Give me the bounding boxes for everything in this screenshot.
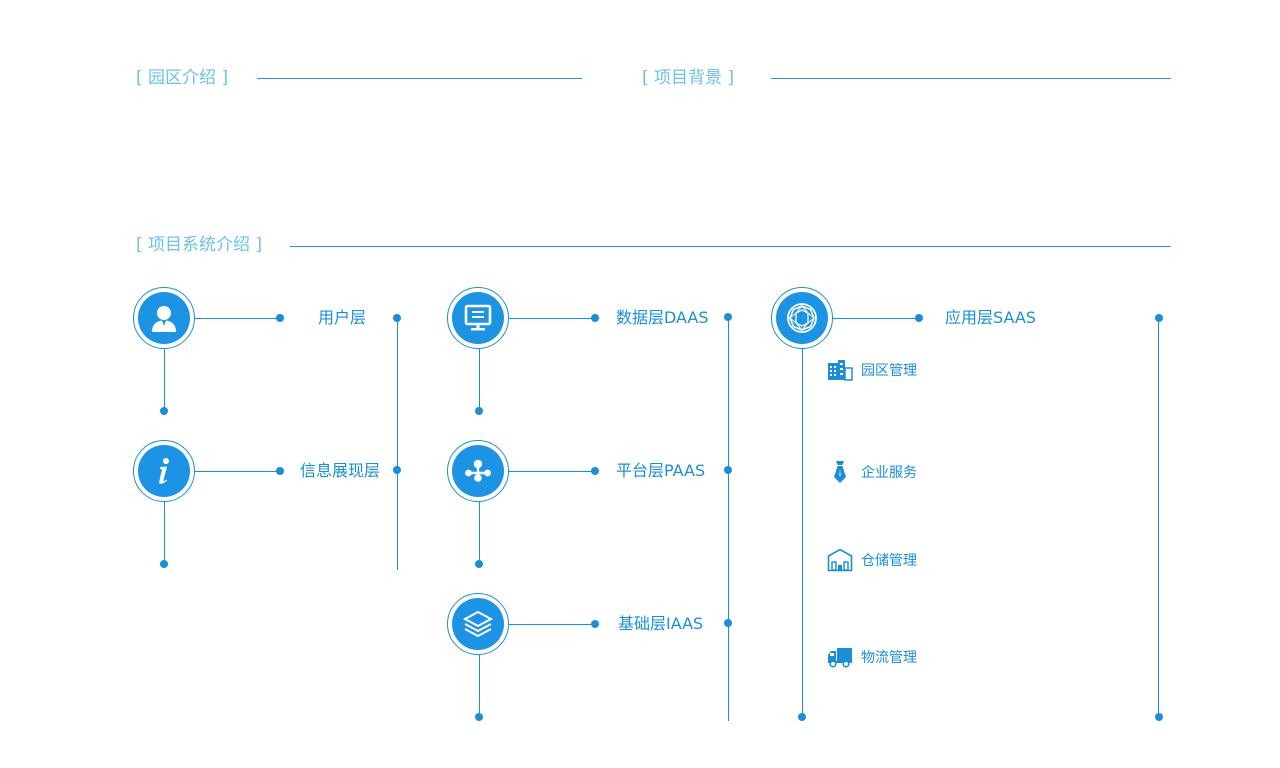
bracket-dot bbox=[393, 314, 401, 322]
label-data-layer: 数据层DAAS bbox=[616, 308, 709, 327]
connector bbox=[479, 502, 480, 564]
connector-dot bbox=[276, 314, 284, 322]
label-platform-layer: 平台层PAAS bbox=[616, 461, 706, 480]
bracket-dot bbox=[724, 619, 732, 627]
user-node bbox=[133, 287, 195, 349]
label-base-layer: 基础层IAAS bbox=[618, 614, 704, 633]
platform-node bbox=[447, 440, 509, 502]
app-item-logistics-management: 物流管理 bbox=[827, 645, 917, 669]
monitor-icon bbox=[464, 304, 492, 331]
network-icon bbox=[465, 459, 491, 482]
app-node bbox=[771, 287, 833, 349]
connector-dot bbox=[591, 620, 599, 628]
layers-icon bbox=[462, 610, 494, 638]
connector bbox=[509, 318, 595, 319]
user-icon bbox=[152, 306, 176, 332]
connector bbox=[509, 471, 595, 472]
building-icon bbox=[828, 360, 853, 381]
info-icon bbox=[159, 458, 169, 484]
connector bbox=[195, 318, 280, 319]
section-divider bbox=[771, 78, 1171, 79]
app-item-park-management: 园区管理 bbox=[827, 358, 917, 382]
bracket-dot bbox=[1155, 713, 1163, 721]
bracket-line bbox=[397, 318, 398, 570]
connector-dot bbox=[276, 467, 284, 475]
bracket-dot bbox=[393, 466, 401, 474]
connector-dot bbox=[591, 467, 599, 475]
connector bbox=[164, 502, 165, 564]
connector-dot bbox=[160, 407, 168, 415]
connector-dot bbox=[475, 560, 483, 568]
app-item-label: 仓储管理 bbox=[861, 553, 917, 569]
app-item-label: 园区管理 bbox=[861, 363, 917, 379]
section-title-park: [ 园区介绍 ] bbox=[136, 68, 229, 88]
bracket-line bbox=[728, 317, 729, 721]
gem-icon bbox=[787, 303, 817, 333]
necktie-icon bbox=[834, 461, 846, 483]
section-divider bbox=[290, 246, 1171, 247]
section-title-background: [ 项目背景 ] bbox=[642, 68, 735, 88]
connector-dot bbox=[160, 560, 168, 568]
truck-icon bbox=[828, 648, 852, 668]
section-title-system: [ 项目系统介绍 ] bbox=[136, 235, 263, 255]
connector bbox=[479, 655, 480, 717]
warehouse-icon bbox=[827, 548, 853, 572]
connector-dot bbox=[475, 713, 483, 721]
bracket-dot bbox=[724, 466, 732, 474]
connector bbox=[164, 349, 165, 411]
app-item-label: 企业服务 bbox=[861, 465, 917, 481]
data-node bbox=[447, 287, 509, 349]
label-user-layer: 用户层 bbox=[318, 308, 367, 327]
label-app-layer: 应用层SAAS bbox=[945, 308, 1036, 327]
bracket-line bbox=[1158, 318, 1159, 717]
connector bbox=[833, 318, 919, 319]
app-item-warehouse-management: 仓储管理 bbox=[827, 548, 917, 572]
connector bbox=[509, 624, 595, 625]
label-info-layer: 信息展现层 bbox=[300, 461, 381, 480]
connector bbox=[195, 471, 280, 472]
app-item-enterprise-service: 企业服务 bbox=[827, 460, 917, 484]
connector-dot bbox=[475, 407, 483, 415]
app-item-label: 物流管理 bbox=[861, 650, 917, 666]
connector-dot bbox=[798, 713, 806, 721]
connector-dot bbox=[915, 314, 923, 322]
connector bbox=[479, 349, 480, 411]
bracket-dot bbox=[1155, 314, 1163, 322]
bracket-dot bbox=[724, 313, 732, 321]
info-node bbox=[133, 440, 195, 502]
connector bbox=[802, 349, 803, 717]
connector-dot bbox=[591, 314, 599, 322]
section-divider bbox=[257, 78, 582, 79]
base-node bbox=[447, 593, 509, 655]
